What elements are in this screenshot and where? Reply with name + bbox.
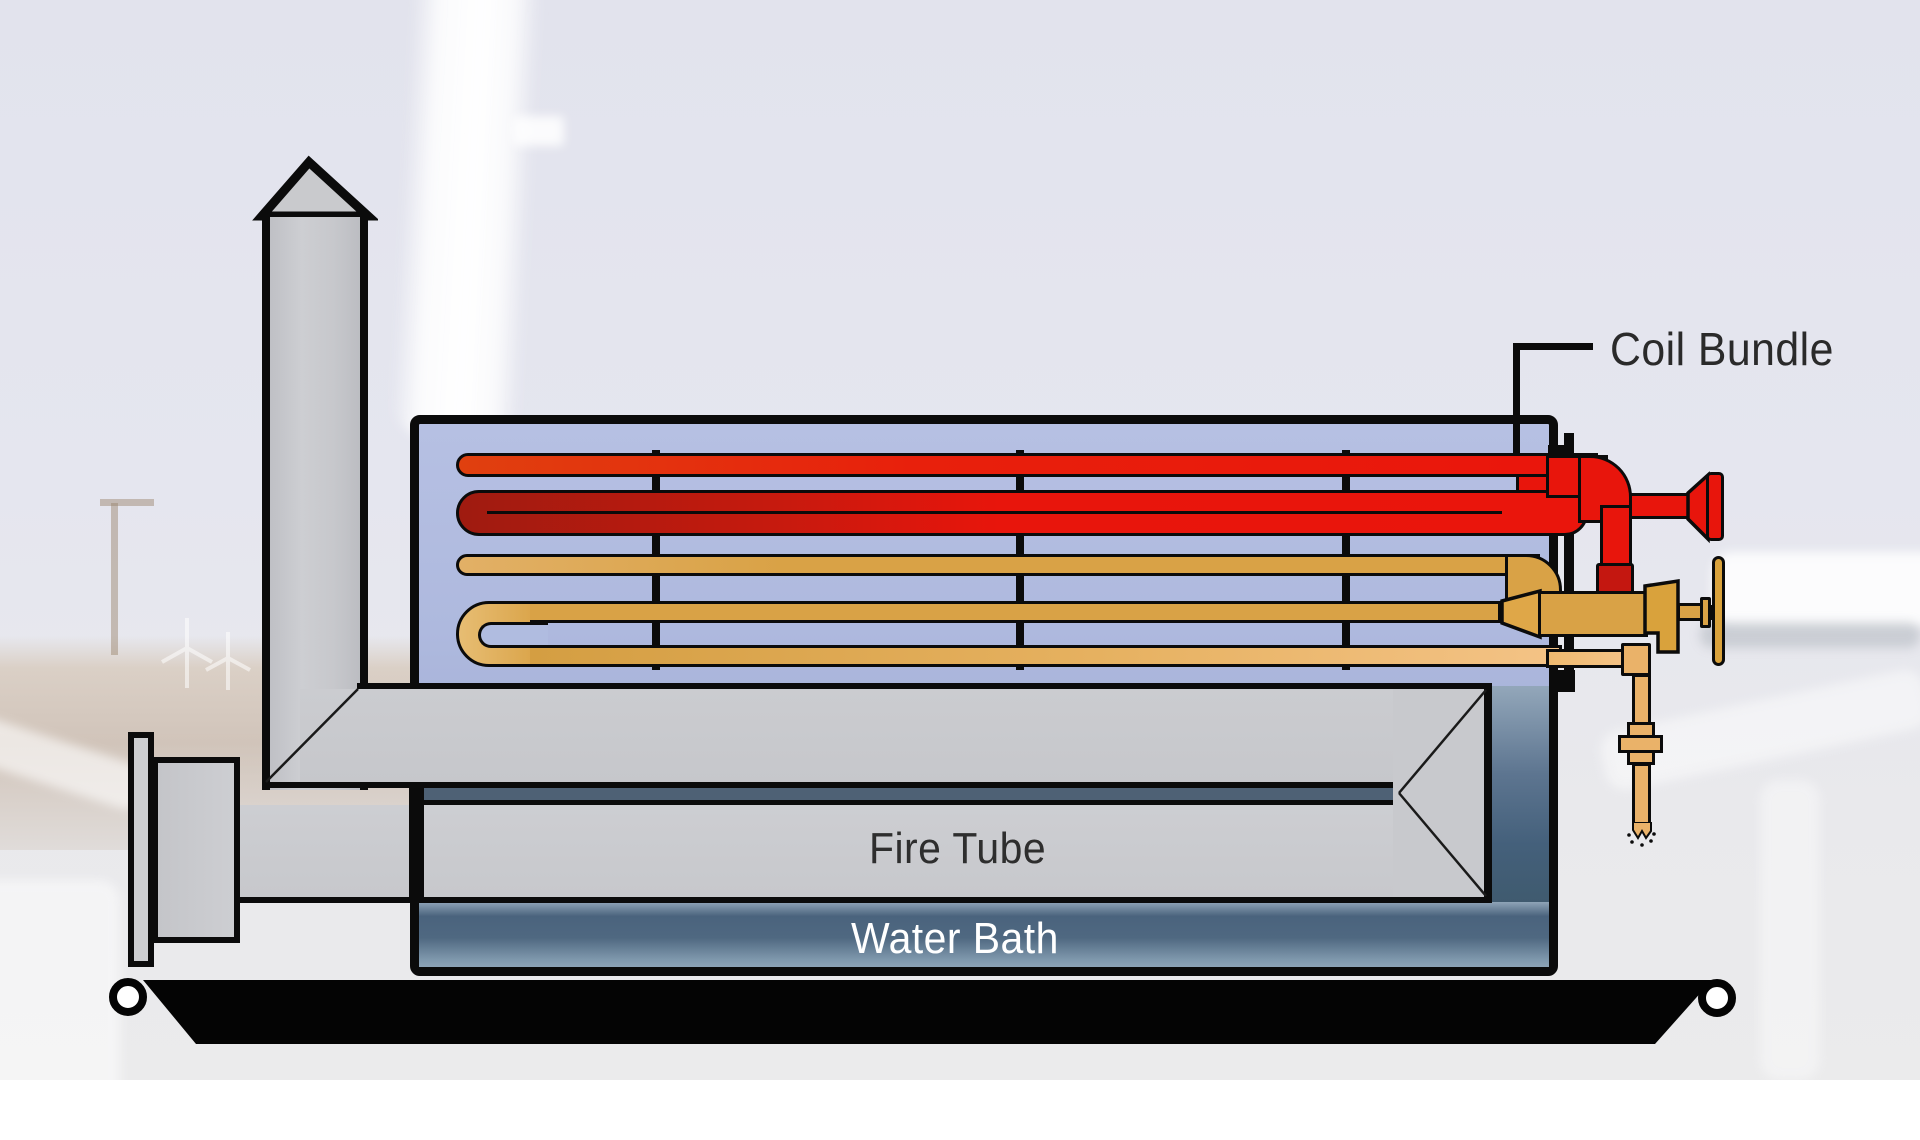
- background-wind-turbine-tower: [389, 0, 543, 444]
- valve-body: [1643, 578, 1680, 654]
- coil-tube-hot-top: [456, 453, 1598, 477]
- shell-flange-tab-top: [1548, 445, 1566, 453]
- background-pipeline: [1712, 552, 1920, 626]
- background-utility-pole: [111, 503, 118, 655]
- burner-housing: [152, 757, 240, 943]
- exhaust-duct: [300, 689, 1487, 783]
- water-bath-band: [419, 902, 1549, 967]
- skid-body: [143, 980, 1712, 1044]
- inlet-pipe-break-tip: [1627, 822, 1656, 847]
- shell-flange-tab-bottom: [1550, 670, 1575, 692]
- hot-outlet-flange: [1706, 472, 1724, 541]
- water-bath-label: Water Bath: [851, 914, 1059, 963]
- coil-tube-warm-lower: [530, 601, 1502, 623]
- coil-tube-inlet: [530, 645, 1562, 667]
- coil-ubend-inner-gap: [478, 622, 548, 648]
- inlet-drop-pipe-upper: [1632, 674, 1651, 726]
- coil-bundle-label: Coil Bundle: [1610, 323, 1834, 375]
- skid-tow-eye-right: [1698, 979, 1736, 1017]
- burner-mount-flange: [128, 732, 154, 967]
- background-pipeline-shadow: [1700, 622, 1920, 648]
- fire-tube-water-slot: [424, 788, 1393, 800]
- background-small-wind-turbines: [161, 618, 251, 690]
- fire-tube-end-chevron: [1398, 689, 1487, 897]
- hot-outlet-riser: [1600, 505, 1632, 573]
- duct-top-edge: [357, 683, 1490, 689]
- background-utility-pole-crossarm: [100, 499, 154, 506]
- fire-tube-end-edge: [1484, 683, 1492, 903]
- skid-tow-eye-left: [109, 978, 147, 1016]
- shell-flange-bar: [1564, 433, 1574, 692]
- heater-diagram: Coil Bundle Fire Tube Water Bath: [0, 0, 1920, 1080]
- background-pipe-shape: [1760, 780, 1820, 1080]
- coil-bundle-leader-horizontal: [1513, 343, 1593, 350]
- fire-tube-label: Fire Tube: [869, 824, 1047, 873]
- stack-elbow-chamfer: [265, 688, 359, 783]
- warm-outlet-reducer: [1500, 588, 1542, 640]
- valve-handle: [1712, 556, 1725, 666]
- coil-tube-warm-upper: [456, 554, 1540, 576]
- skid-base: [109, 978, 1736, 1044]
- coil-tube-fold-line: [487, 511, 1502, 514]
- background-turbine-nacelle: [512, 116, 564, 146]
- fire-tube-barrel: [240, 805, 1487, 897]
- inlet-drop-pipe-lower: [1632, 763, 1651, 828]
- barrel-bottom-edge: [240, 897, 1490, 903]
- water-bath-right: [1491, 686, 1549, 906]
- coil-bundle-leader-vertical: [1513, 343, 1520, 468]
- duct-bottom-edge: [262, 782, 1397, 788]
- fire-tube-end-panel: [1393, 689, 1484, 897]
- hot-branch-pipe: [1629, 493, 1690, 519]
- shell-wall-over-barrel: [409, 782, 424, 903]
- slot-bottom-edge: [409, 800, 1397, 805]
- inlet-pipe: [1546, 649, 1626, 668]
- inlet-coupling: [1621, 643, 1651, 676]
- warm-outlet-pipe: [1538, 591, 1648, 637]
